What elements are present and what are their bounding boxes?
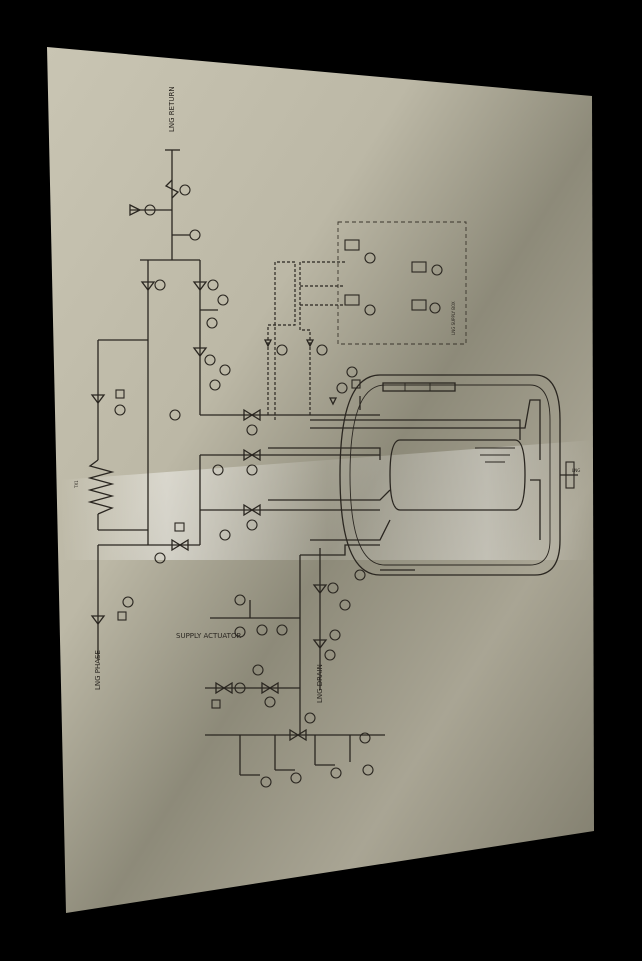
instrument-bubble bbox=[219, 529, 231, 541]
instrument-bubble bbox=[219, 364, 231, 376]
instrument-bubble bbox=[234, 594, 246, 606]
supply-box bbox=[337, 221, 467, 345]
instrument-bubble bbox=[246, 519, 258, 531]
instrument-bubble bbox=[429, 302, 441, 314]
instrument-bubble bbox=[362, 764, 374, 776]
vessel-nameplate bbox=[382, 382, 456, 392]
label-vessel-nozzle: LNG bbox=[572, 468, 580, 473]
instrument-bubble bbox=[212, 464, 224, 476]
instrument-bubble bbox=[207, 279, 219, 291]
instrument-bubble bbox=[209, 379, 221, 391]
instrument-bubble bbox=[246, 464, 258, 476]
label-vent-top: LNG RETURN bbox=[168, 86, 176, 132]
inner-tank bbox=[389, 439, 526, 511]
instrument-bubble bbox=[304, 712, 316, 724]
instrument-bubble bbox=[246, 424, 258, 436]
instrument-bubble bbox=[154, 552, 166, 564]
pid-diagram: LNG RETURN TX1 bbox=[74, 86, 580, 788]
instrument-bubble bbox=[354, 569, 366, 581]
instrument-bubble bbox=[122, 596, 134, 608]
instrument-bubble bbox=[234, 682, 246, 694]
instrument-bubble bbox=[260, 776, 272, 788]
heat-coil bbox=[87, 459, 115, 515]
instrument-bubble bbox=[330, 767, 342, 779]
instrument-bubble bbox=[339, 599, 351, 611]
instrument-bubble bbox=[206, 317, 218, 329]
label-drain: LNG PHASE bbox=[94, 650, 102, 690]
instrument-bubble bbox=[364, 252, 376, 264]
label-supply-actuator: SUPPLY ACTUATOR bbox=[176, 632, 241, 640]
outer-vessel bbox=[339, 374, 561, 576]
instrument-bubble bbox=[316, 344, 328, 356]
instrument-bubble bbox=[114, 404, 126, 416]
signal-line bbox=[299, 261, 345, 415]
instrument-bubble bbox=[276, 344, 288, 356]
instrument-bubble bbox=[256, 624, 268, 636]
instrument-bubble bbox=[204, 354, 216, 366]
instrument-bubble bbox=[346, 366, 358, 378]
instrument-bubble bbox=[329, 629, 341, 641]
instrument-bubble bbox=[154, 279, 166, 291]
label-coil: TX1 bbox=[74, 480, 79, 489]
instrument-bubble bbox=[169, 409, 181, 421]
instrument-bubble bbox=[217, 294, 229, 306]
instrument-bubble bbox=[179, 184, 191, 196]
instrument-bubble bbox=[336, 382, 348, 394]
instrument-bubble bbox=[324, 649, 336, 661]
instrument-bubble bbox=[327, 582, 339, 594]
label-drain-lower: LNG DRAIN bbox=[316, 664, 324, 703]
instrument-bubble bbox=[290, 772, 302, 784]
instrument-bubble bbox=[252, 664, 264, 676]
instrument-bubble bbox=[359, 732, 371, 744]
label-box: LNG SUPPLY BOX bbox=[451, 301, 456, 335]
instrument-bubble bbox=[276, 624, 288, 636]
instrument-bubble bbox=[234, 626, 246, 638]
instrument-bubble bbox=[264, 696, 276, 708]
instrument-bubble bbox=[364, 304, 376, 316]
instrument-bubble bbox=[431, 264, 443, 276]
